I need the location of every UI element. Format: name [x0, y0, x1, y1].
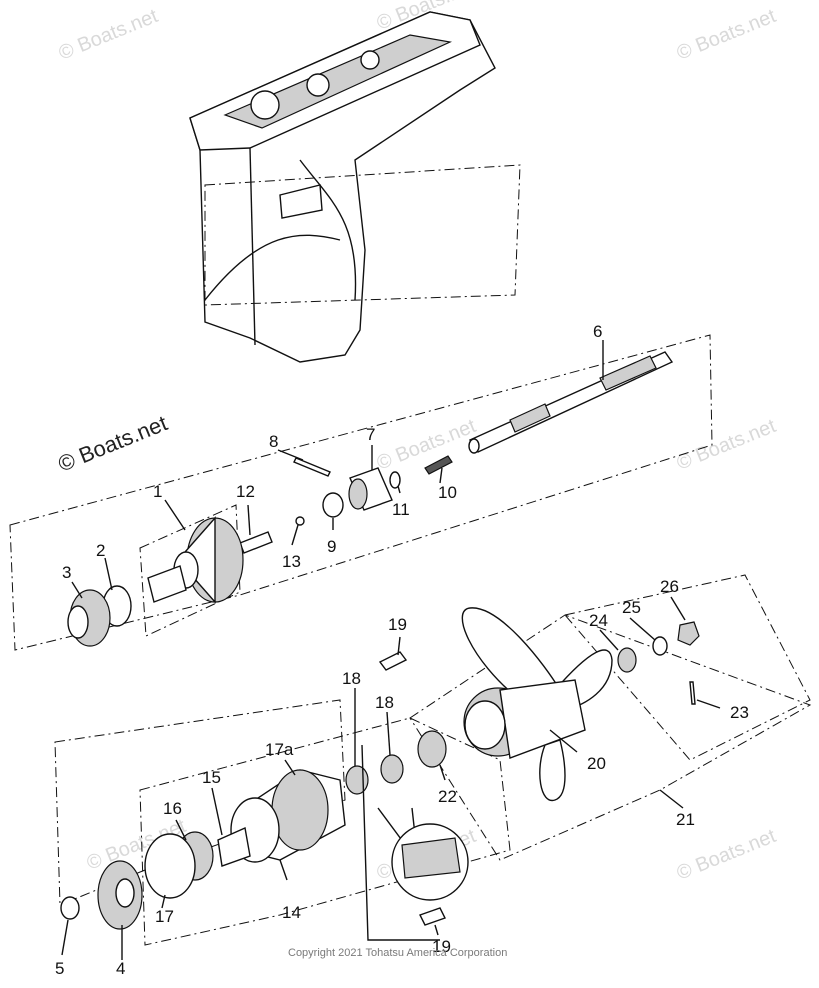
- watermark: © Boats.net: [674, 825, 780, 885]
- forward-gear: [147, 516, 244, 604]
- cross-pin: [293, 457, 331, 477]
- callout-3: 3: [62, 563, 71, 582]
- cotter-pin: [689, 681, 696, 705]
- watermark: © Boats.net: [374, 415, 480, 475]
- retaining-ring: [322, 492, 344, 518]
- thrust-spacer: [417, 730, 447, 768]
- callout-26: 26: [660, 577, 679, 596]
- taper-bearing: [67, 589, 111, 647]
- propeller-outline: [409, 614, 812, 861]
- callout-20: 20: [587, 754, 606, 773]
- spacer: [617, 647, 637, 673]
- bolt: [419, 907, 446, 926]
- callout-11: 11: [392, 500, 410, 519]
- callout-12: 12: [236, 482, 255, 501]
- callout-16: 16: [163, 799, 182, 818]
- callout-17: 17: [155, 907, 174, 926]
- spring: [424, 455, 453, 475]
- plunger: [239, 531, 273, 554]
- callout-19-top: 19: [388, 615, 407, 634]
- thrust-washer: [60, 896, 80, 920]
- callout-1: 1: [153, 482, 162, 501]
- clutch: [348, 467, 401, 511]
- callout-8: 8: [269, 432, 278, 451]
- callout-4: 4: [116, 959, 125, 978]
- callout-7: 7: [366, 425, 375, 444]
- ball: [295, 516, 305, 526]
- callout-15: 15: [202, 768, 221, 787]
- callout-21: 21: [676, 810, 695, 829]
- callout-10: 10: [438, 483, 457, 502]
- assembly-outline-upper: [9, 334, 713, 651]
- washer: [652, 636, 668, 656]
- callout-22: 22: [438, 787, 457, 806]
- detail-inset: [377, 807, 469, 901]
- callout-14: 14: [282, 903, 301, 922]
- callout-25: 25: [622, 598, 641, 617]
- propeller: [461, 607, 613, 801]
- watermark-prominent: © Boats.net: [55, 410, 171, 476]
- forward-gear-outline: [139, 504, 241, 637]
- callout-2: 2: [96, 541, 105, 560]
- callout-5: 5: [55, 959, 64, 978]
- bearing-housing-outline: [139, 717, 511, 946]
- bolt: [378, 651, 408, 671]
- watermark: © Boats.net: [674, 5, 780, 65]
- callout-23: 23: [730, 703, 749, 722]
- watermark: © Boats.net: [674, 415, 780, 475]
- housing-dashed-outline: [204, 164, 521, 306]
- propeller-nut: [677, 621, 700, 646]
- reverse-gear: [97, 860, 143, 930]
- watermark: © Boats.net: [56, 5, 162, 65]
- gear-case-housing: [189, 11, 496, 363]
- callout-9: 9: [327, 537, 336, 556]
- callout-18-left: 18: [342, 669, 361, 688]
- leader-lines: [61, 340, 721, 960]
- copyright-text: Copyright 2021 Tohatsu America Corporati…: [288, 947, 507, 959]
- bearing-housing: [217, 769, 346, 867]
- callout-6: 6: [593, 322, 602, 341]
- propeller-hardware-outline: [564, 574, 811, 761]
- callout-18-right: 18: [375, 693, 394, 712]
- oil-seal: [380, 754, 404, 784]
- callout-13: 13: [282, 552, 301, 571]
- propeller-shaft: [468, 351, 674, 454]
- callout-19-bottom: 19: [432, 937, 451, 956]
- callout-17a: 17a: [265, 740, 294, 759]
- oil-seal: [345, 765, 369, 795]
- o-ring: [144, 833, 196, 899]
- callout-24: 24: [589, 611, 608, 630]
